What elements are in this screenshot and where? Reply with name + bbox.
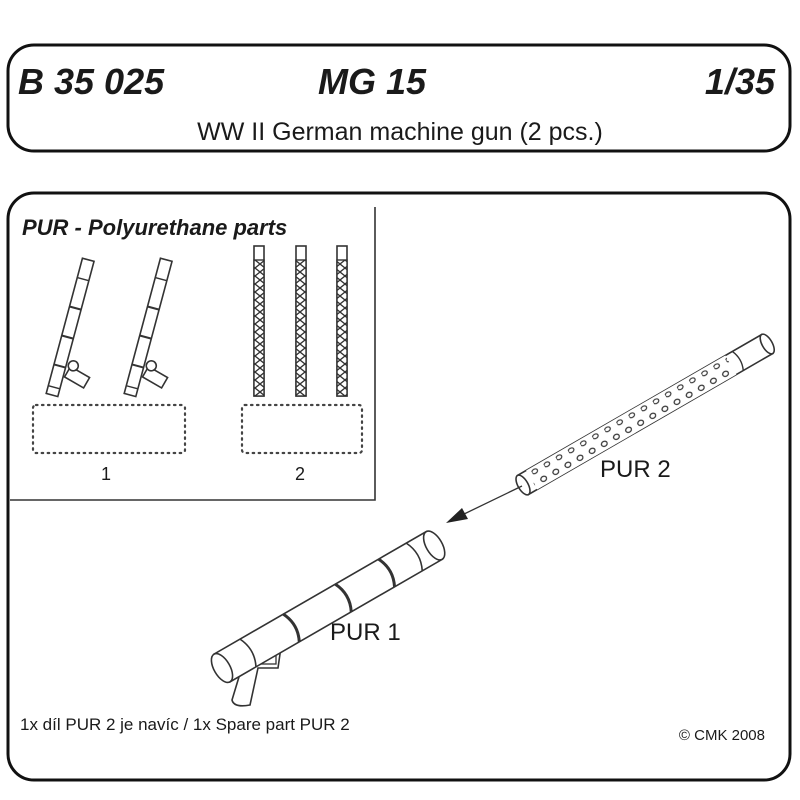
part-1-piece <box>123 257 174 398</box>
pur-2-jacket <box>515 333 776 496</box>
part-2-piece <box>295 245 307 397</box>
part-2-label: 2 <box>295 464 305 484</box>
pur-1-label: PUR 1 <box>330 619 401 646</box>
scale: 1/35 <box>705 61 776 102</box>
part-2-sprue-outline <box>240 403 364 455</box>
parts-panel-title: PUR - Polyurethane parts <box>22 215 287 240</box>
spare-part-note: 1x díl PUR 2 je navíc / 1x Spare part PU… <box>20 715 350 734</box>
assembly-arrow <box>446 485 523 523</box>
copyright: © CMK 2008 <box>679 727 765 744</box>
parts-panel-border <box>10 207 376 501</box>
pur-1-barrel <box>210 530 446 684</box>
main-box <box>6 191 792 782</box>
pur-2-label: PUR 2 <box>600 456 671 483</box>
part-1-piece <box>45 257 96 398</box>
catalog-number: B 35 025 <box>18 61 165 102</box>
part-1-grip <box>63 360 91 390</box>
part-1-grip <box>141 360 169 390</box>
part-1-sprue-outline <box>31 403 187 455</box>
part-1-label: 1 <box>101 464 111 484</box>
subtitle: WW II German machine gun (2 pcs.) <box>197 118 603 146</box>
header-box <box>6 43 792 153</box>
part-2-piece <box>336 245 348 397</box>
model-name: MG 15 <box>318 61 427 102</box>
part-2-piece <box>253 245 265 397</box>
